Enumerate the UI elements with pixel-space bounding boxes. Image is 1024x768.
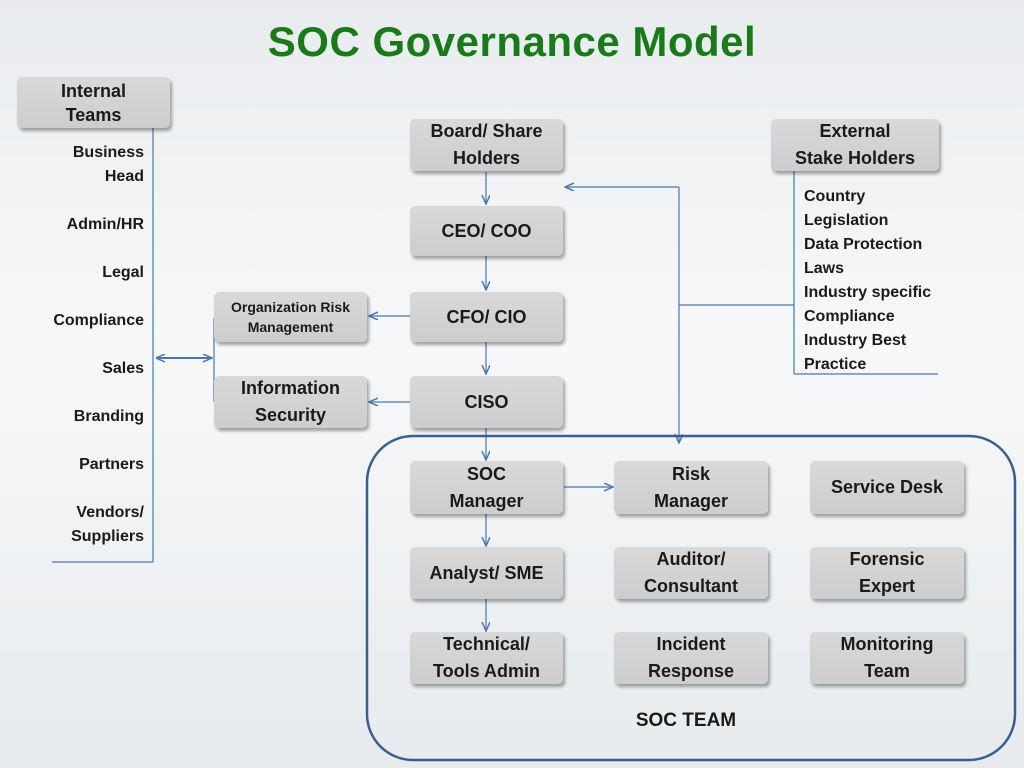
list-item: Branding [73,408,144,425]
list-item: Business Head [72,144,144,185]
list-item: Compliance [53,312,144,329]
incident-response-box: Incident Response [614,632,768,684]
list-item: Industry specific Compliance [804,284,932,325]
list-item: Vendors/ Suppliers [71,504,144,545]
board-shareholders-box: Board/ Share Holders [410,119,563,171]
soc-team-label: SOC TEAM [635,710,737,731]
forensic-expert-box: Forensic Expert [810,547,964,599]
ciso-box: CISO [410,376,563,428]
analyst-sme-box: Analyst/ SME [410,547,563,599]
organization-risk-management-box: Organization Risk Management [214,292,367,342]
service-desk-box: Service Desk [810,461,964,514]
page-title: SOC Governance Model [267,18,757,65]
soc-team-container [365,434,1017,762]
technical-tools-admin-box: Technical/ Tools Admin [410,632,563,684]
list-item: Data Protection Laws [804,236,923,277]
ceo-coo-box: CEO/ COO [410,206,563,256]
risk-manager-box: Risk Manager [614,461,768,514]
auditor-consultant-box: Auditor/ Consultant [614,547,768,599]
external-stakeholders-list: Country Legislation Data Protection Laws… [804,185,964,377]
external-stakeholders-box: External Stake Holders [771,119,939,171]
cfo-cio-box: CFO/ CIO [410,292,563,342]
list-item: Industry Best Practice [804,332,907,373]
list-item: Legal [102,264,144,281]
list-item: Admin/HR [66,216,144,233]
soc-manager-box: SOC Manager [410,461,563,514]
list-item: Sales [102,360,144,377]
information-security-box: Information Security [214,376,367,428]
internal-teams-box: Internal Teams [17,77,170,128]
internal-teams-list: Business Head Admin/HR Legal Compliance … [20,141,144,549]
list-item: Country Legislation [804,188,889,229]
list-item: Partners [79,456,144,473]
monitoring-team-box: Monitoring Team [810,632,964,684]
